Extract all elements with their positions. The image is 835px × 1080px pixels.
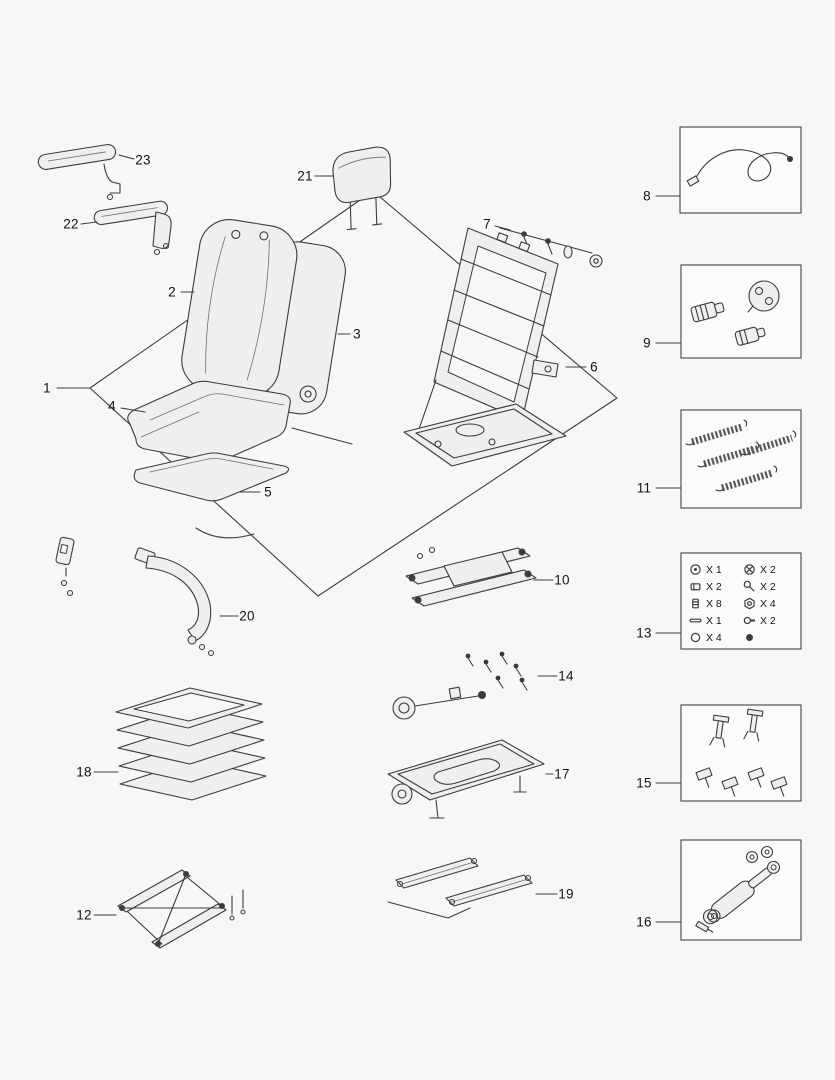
armrest-lower [93, 200, 172, 256]
callout-3: 3 [353, 326, 361, 342]
kit-qty: X 1 [706, 614, 722, 627]
screw-set [499, 227, 603, 268]
callout-6: 6 [590, 359, 598, 375]
torsion-rod [291, 427, 353, 445]
kit-qty: X 2 [760, 563, 776, 576]
callout-17: 17 [554, 766, 570, 782]
sleeve-icon [689, 597, 704, 610]
wire-clip [195, 527, 255, 539]
seat-frame [403, 227, 567, 467]
armrest-upper [37, 143, 121, 201]
callout-23: 23 [135, 152, 151, 168]
headrest [332, 146, 392, 231]
suspension-base [387, 739, 545, 819]
hardware-cluster [465, 651, 528, 691]
lower-rails [387, 857, 533, 919]
hardware-kit-table: X 1 X 2 X 2 X 2 X 8 X 4 X 1 X 2 X 4 [689, 561, 797, 646]
bolt-icon [743, 614, 758, 627]
spring-set [685, 419, 797, 492]
callout-5: 5 [264, 484, 272, 500]
nut-icon [743, 597, 758, 610]
assembly-outline [89, 190, 618, 597]
mount-hardware [695, 708, 788, 797]
adjuster-shaft [392, 686, 486, 720]
rod-icon [689, 614, 704, 627]
kit-qty: X 2 [760, 580, 776, 593]
cap-icon [743, 631, 758, 644]
detail-box-8 [679, 126, 802, 214]
washer-icon [689, 563, 704, 576]
callout-15: 15 [636, 775, 652, 791]
screw-icon [743, 580, 758, 593]
callout-13: 13 [636, 625, 652, 641]
callout-19: 19 [558, 886, 574, 902]
ring-icon [689, 631, 704, 644]
callout-11: 11 [636, 480, 652, 496]
leader-lines [56, 154, 682, 923]
callout-14: 14 [558, 668, 574, 684]
kit-qty: X 8 [706, 597, 722, 610]
clip-icon [689, 580, 704, 593]
callout-9: 9 [643, 335, 651, 351]
round-cap [747, 280, 780, 313]
kit-qty: X 1 [706, 563, 722, 576]
callout-20: 20 [239, 608, 255, 624]
callout-8: 8 [643, 188, 651, 204]
callout-16: 16 [636, 914, 652, 930]
callout-18: 18 [76, 764, 92, 780]
callout-1: 1 [43, 380, 51, 396]
detail-box-15 [680, 704, 802, 802]
bowden-cable [686, 149, 793, 187]
callout-21: 21 [297, 168, 313, 184]
detail-box-11 [680, 409, 802, 509]
callout-2: 2 [168, 284, 176, 300]
kit-qty: X 2 [760, 614, 776, 627]
knob-set [690, 280, 780, 346]
callout-12: 12 [76, 907, 92, 923]
bolt-icon [743, 563, 758, 576]
callout-7: 7 [483, 216, 491, 232]
scissor-frame [117, 869, 246, 949]
seat-belt [55, 536, 215, 657]
shock-absorber [695, 845, 781, 933]
callout-22: 22 [63, 216, 79, 232]
kit-qty: X 2 [706, 580, 722, 593]
seat-pan [133, 452, 290, 502]
seat-cushion [127, 380, 291, 463]
bellows [115, 687, 267, 801]
callout-10: 10 [554, 572, 570, 588]
detail-box-13 [680, 552, 802, 650]
kit-qty: X 4 [760, 597, 776, 610]
kit-qty: X 4 [706, 631, 722, 644]
upper-rails [405, 546, 537, 607]
callout-4: 4 [108, 398, 116, 414]
